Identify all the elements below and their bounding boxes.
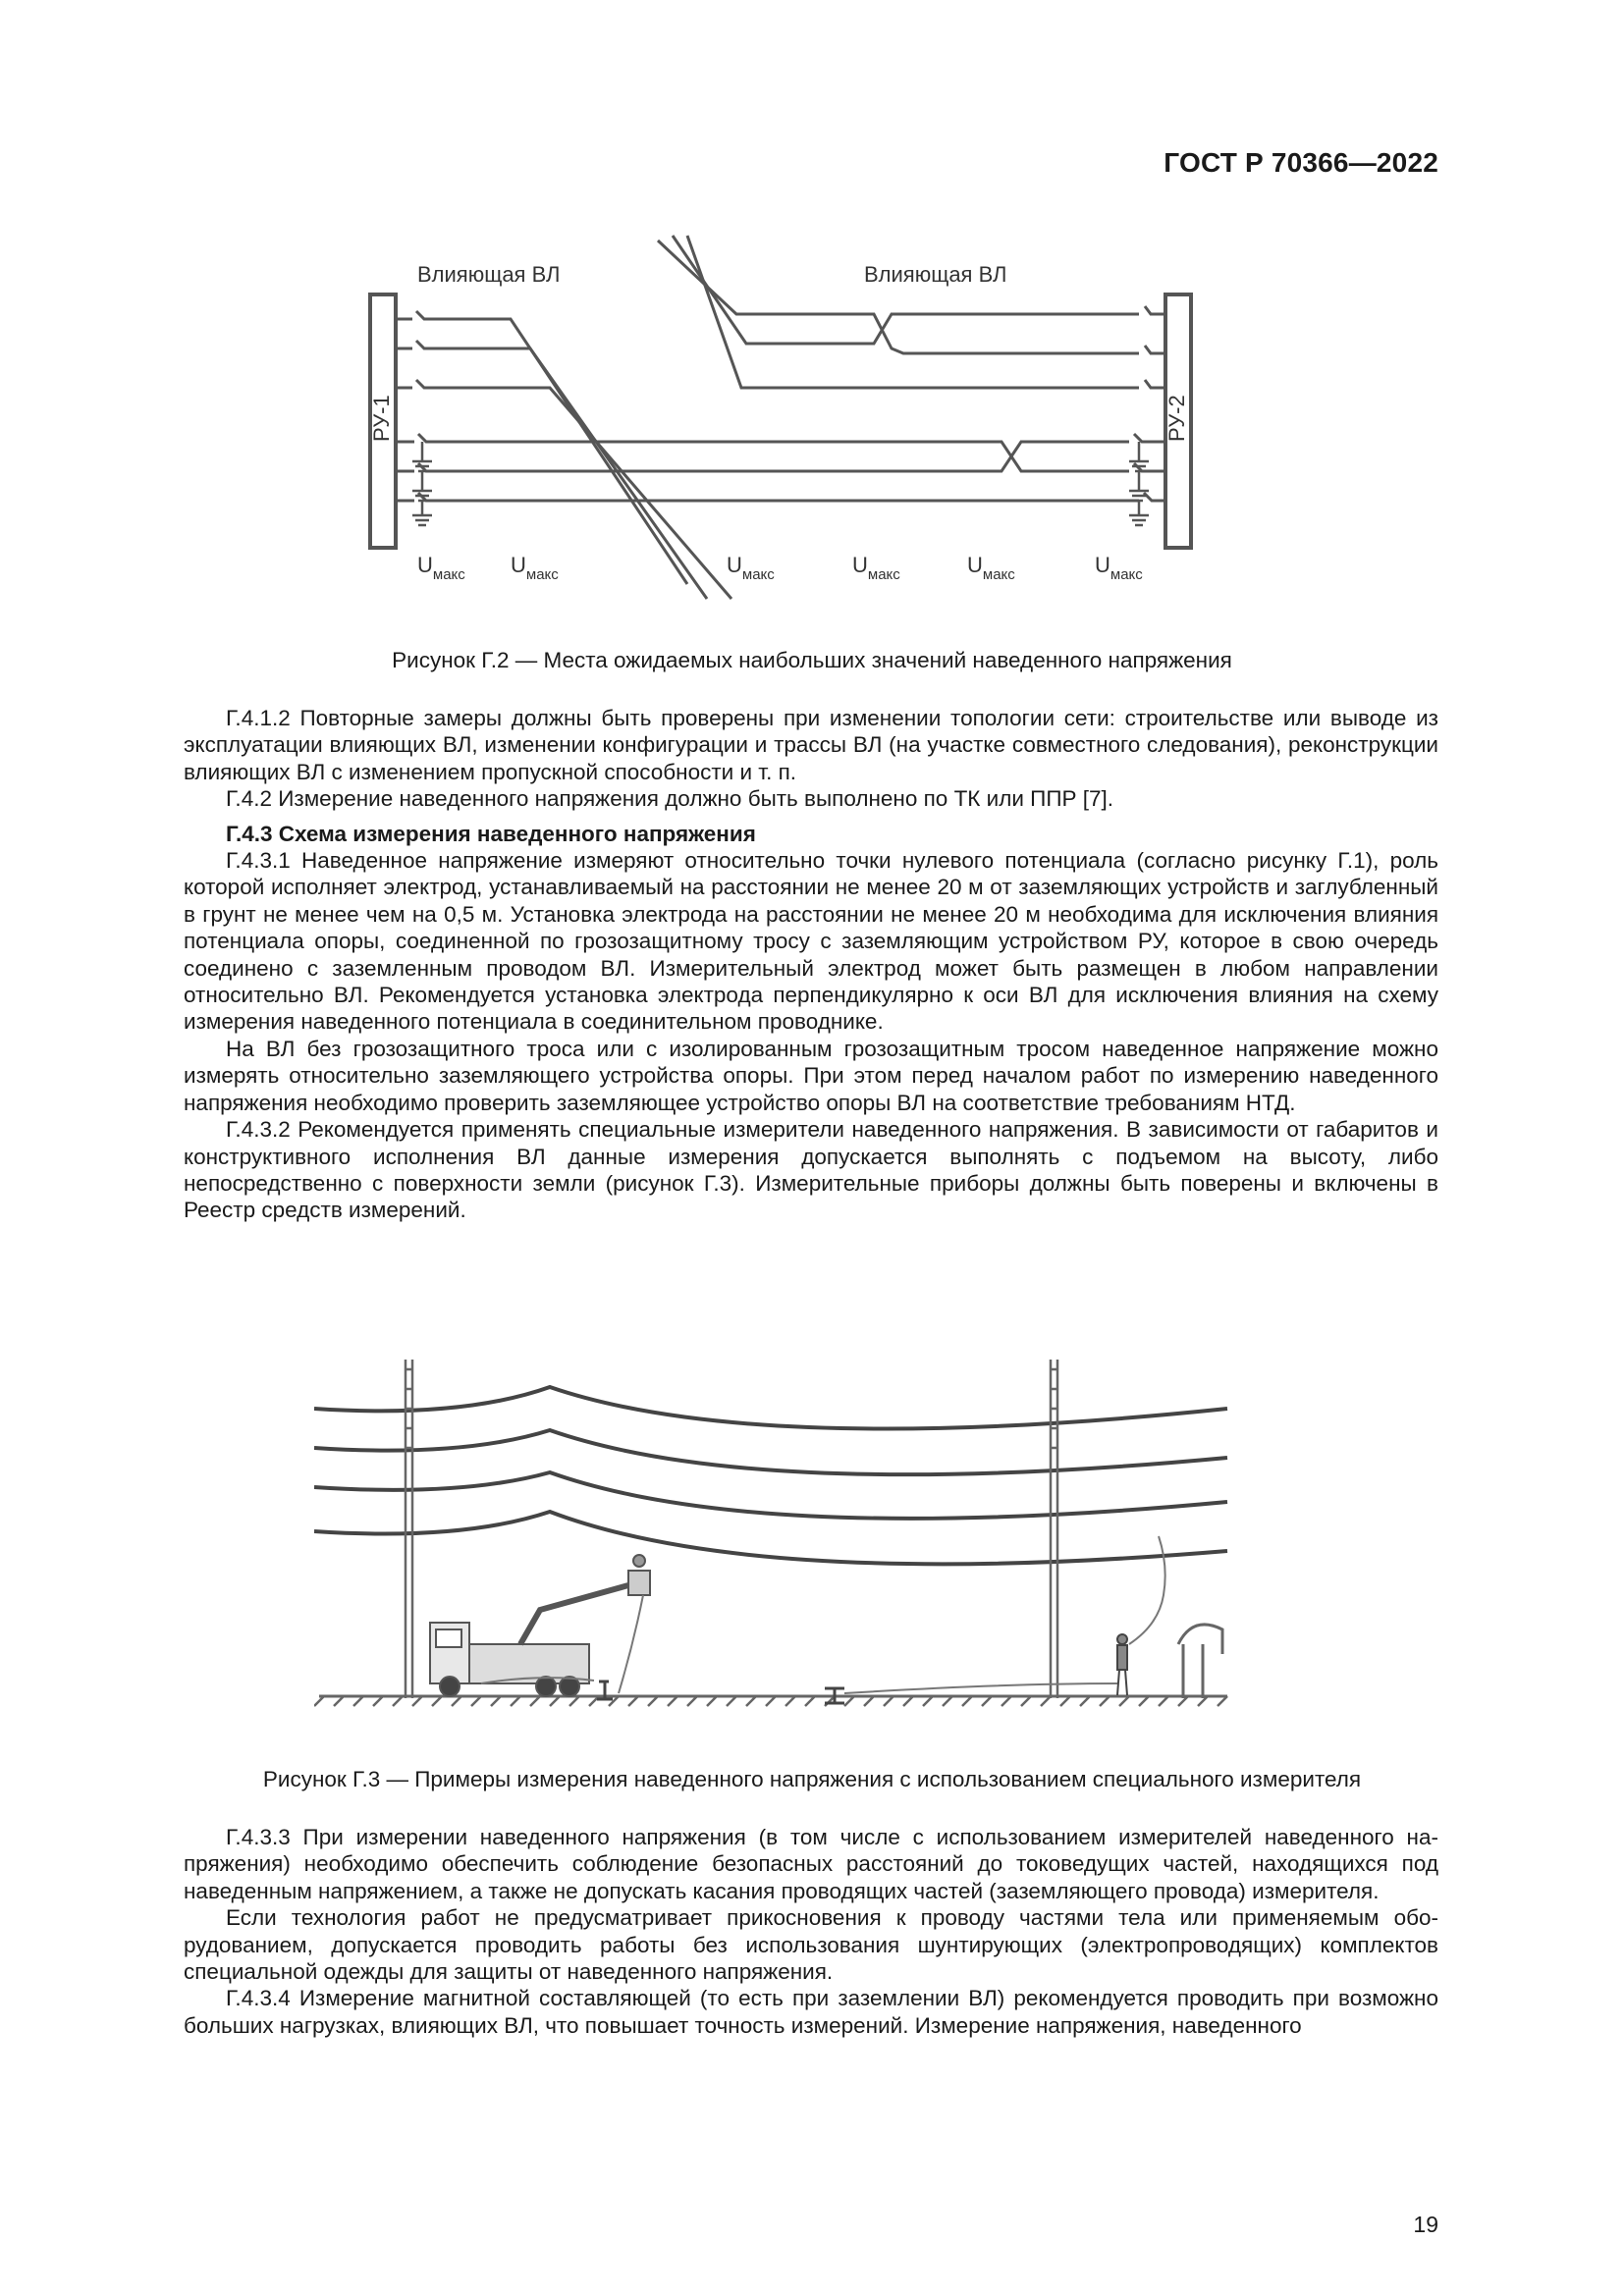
figure-g2-caption: Рисунок Г.2 — Места ожидаемых наибольших…	[392, 648, 1232, 672]
paragraph-g431: Г.4.3.1 Наведенное напряжение измеряют о…	[184, 848, 1438, 1035]
paragraph-g412: Г.4.1.2 Повторные замеры должны быть про…	[184, 706, 1438, 784]
paragraph-no-contact: Если технология работ не предусматривает…	[184, 1905, 1438, 1985]
aerial-lift-truck	[429, 1554, 651, 1697]
document-code: ГОСТ Р 70366—2022	[1164, 147, 1438, 178]
influencing-line-label-left: Влияющая ВЛ	[417, 262, 560, 287]
paragraph-g434: Г.4.3.4 Измерение магнитной составляющей…	[184, 1986, 1438, 2038]
ground-worker	[1116, 1633, 1128, 1696]
paragraph-no-ground-wire: На ВЛ без грозозащитного троса или с изо…	[184, 1036, 1438, 1115]
paragraph-g42: Г.4.2 Измерение наведенного напряжения д…	[226, 786, 1114, 812]
ru2-bus	[1164, 293, 1193, 550]
section-heading-g43: Г.4.3 Схема измерения наведенного напряж…	[226, 821, 756, 846]
ru1-label: РУ-1	[369, 395, 394, 442]
umax-marker-3: Uмакс	[727, 553, 775, 583]
text-block-1: Г.4.1.2 Повторные замеры должны быть про…	[184, 705, 1438, 1224]
page-number: 19	[1413, 2212, 1438, 2237]
umax-marker-1: Uмакс	[417, 553, 465, 583]
figure-g3-illustration	[314, 1360, 1228, 1707]
paragraph-g433: Г.4.3.3 При измерении наведенного напряж…	[184, 1825, 1438, 1903]
figure-g3-caption: Рисунок Г.3 — Примеры измерения наведенн…	[262, 1767, 1362, 1791]
umax-marker-6: Uмакс	[1095, 553, 1143, 583]
ru2-label: РУ-2	[1164, 395, 1189, 442]
influencing-line-label-right: Влияющая ВЛ	[864, 262, 1006, 287]
figure-g2-diagram: Влияющая ВЛ Влияющая ВЛ РУ-1 РУ-2 Uмакс …	[368, 235, 1193, 600]
umax-marker-5: Uмакс	[967, 553, 1015, 583]
umax-marker-4: Uмакс	[852, 553, 900, 583]
ru1-bus	[368, 293, 398, 550]
paragraph-g432: Г.4.3.2 Рекомендуется применять специаль…	[184, 1117, 1438, 1223]
umax-marker-2: Uмакс	[511, 553, 559, 583]
text-block-2: Г.4.3.3 При измерении наведенного напряж…	[184, 1824, 1438, 2039]
